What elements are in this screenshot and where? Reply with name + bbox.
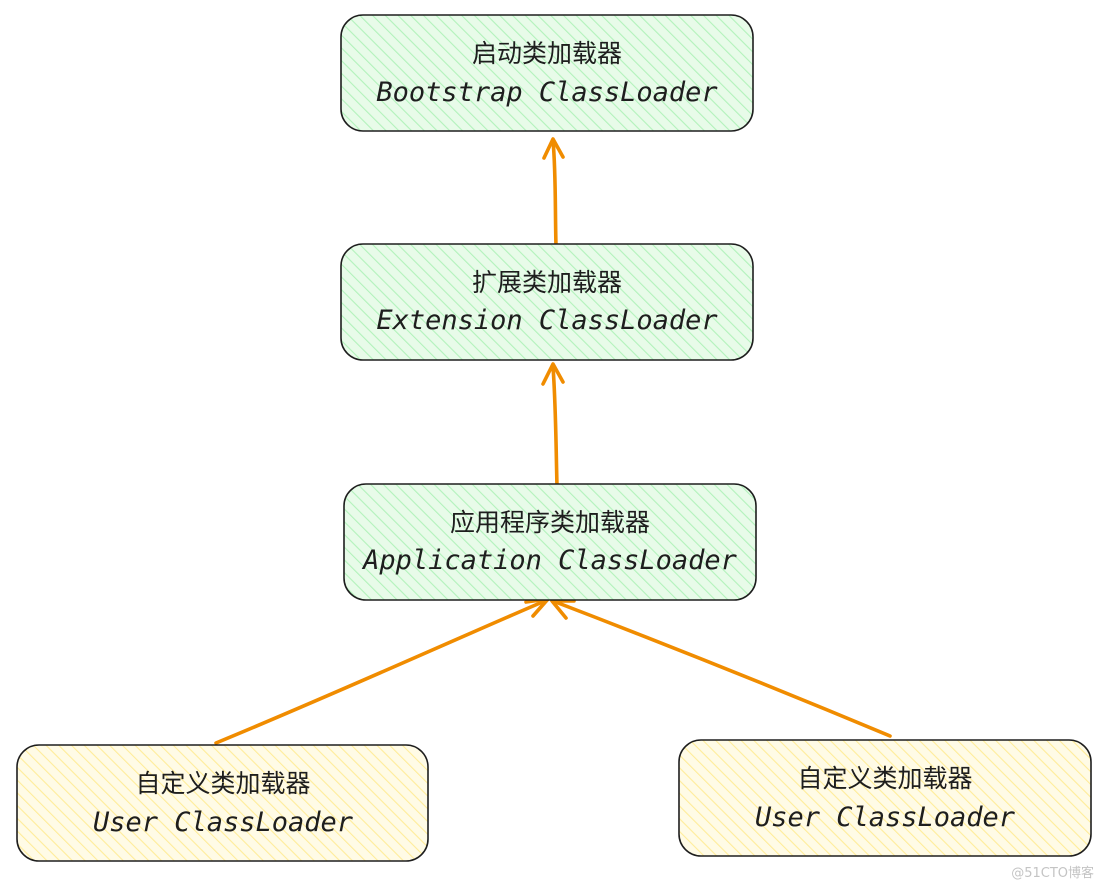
arrow-application-to-extension (541, 362, 565, 488)
node-bootstrap-en-label: Bootstrap ClassLoader (376, 77, 718, 108)
node-bootstrap-cn-label: 启动类加载器 (472, 39, 622, 68)
node-user-right-cn-label: 自定义类加载器 (797, 764, 972, 793)
node-application-en-label: Application ClassLoader (361, 545, 738, 576)
node-application-classloader: 应用程序类加载器 Application ClassLoader (343, 483, 757, 601)
node-extension-en-label: Extension ClassLoader (376, 305, 718, 336)
node-user-classloader-left: 自定义类加载器 User ClassLoader (16, 744, 429, 862)
node-user-left-en-label: User ClassLoader (93, 807, 354, 838)
arrow-extension-to-bootstrap (542, 137, 565, 248)
node-extension-cn-label: 扩展类加载器 (472, 268, 622, 297)
node-extension-classloader: 扩展类加载器 Extension ClassLoader (340, 243, 754, 361)
node-user-classloader-right: 自定义类加载器 User ClassLoader (678, 739, 1092, 857)
watermark: @51CTO博客 (1011, 866, 1094, 881)
node-user-left-cn-label: 自定义类加载器 (135, 769, 310, 798)
node-user-right-en-label: User ClassLoader (755, 802, 1016, 833)
arrow-user-left-to-application (214, 597, 550, 745)
node-application-cn-label: 应用程序类加载器 (450, 508, 650, 537)
node-bootstrap-classloader: 启动类加载器 Bootstrap ClassLoader (340, 14, 754, 132)
arrow-user-right-to-application (550, 599, 892, 738)
